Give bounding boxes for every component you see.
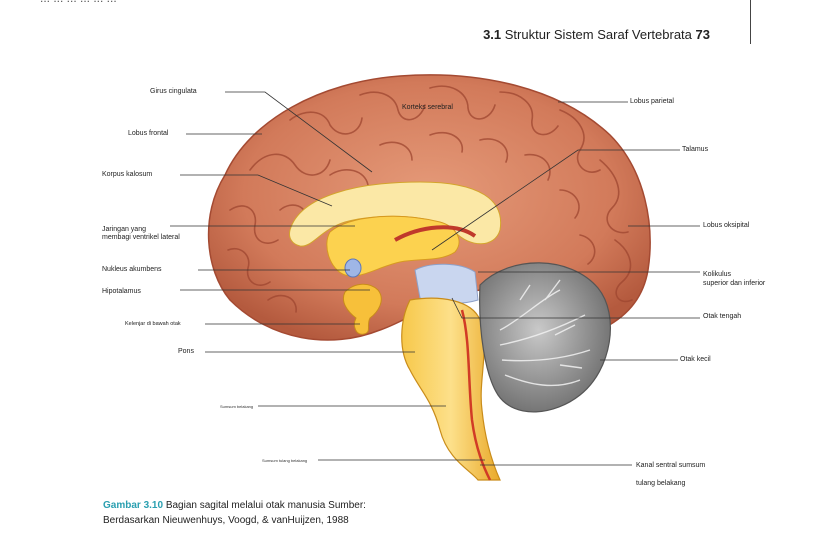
label-nukleus-akumbens: Nukleus akumbens <box>102 266 162 273</box>
label-talamus: Talamus <box>682 146 709 153</box>
label-sumsum-tulang-belakang: Sumsum tulang belakang <box>262 458 308 463</box>
label-sumsum-belakang: Sumsum belakang <box>220 404 254 409</box>
fornix <box>394 225 477 242</box>
label-lobus-parietal: Lobus parietal <box>630 98 674 105</box>
label-kanal-line1: Kanal sentral sumsum <box>636 462 706 469</box>
label-lobus-oksipital: Lobus oksipital <box>703 222 750 229</box>
nucleus-accumbens <box>344 258 362 278</box>
label-korpus-kalosum: Korpus kalosum <box>102 171 153 178</box>
midbrain <box>414 263 479 304</box>
label-kolikulus-line1: Kolikulus <box>703 271 732 278</box>
label-otak-kecil: Otak kecil <box>680 356 711 363</box>
page-number: 73 <box>695 27 710 42</box>
hypothalamus-pituitary <box>342 283 382 335</box>
caption-line2: Berdasarkan Nieuwenhuys, Voogd, & vanHui… <box>103 515 349 526</box>
cerebellum <box>479 262 611 413</box>
label-jaringan-line2: membagi ventrikel lateral <box>102 234 180 241</box>
label-kolikulus-line2: superior dan inferior <box>703 280 766 287</box>
label-girus-cingulata: Girus cingulata <box>150 88 197 95</box>
page-edge-rule <box>750 0 751 44</box>
leader-lines <box>170 91 700 466</box>
corpus-callosum <box>289 181 502 247</box>
label-jaringan-line1: Jaringan yang <box>102 226 146 233</box>
label-kelenjar: Kelenjar di bawah otak <box>125 321 181 327</box>
label-lobus-frontal: Lobus frontal <box>128 130 169 137</box>
figure-number: Gambar 3.10 <box>103 500 164 511</box>
running-header: 3.1 Struktur Sistem Saraf Vertebrata 73 <box>483 27 710 42</box>
section-title: Struktur Sistem Saraf Vertebrata <box>504 27 692 42</box>
label-hipotalamus: Hipotalamus <box>102 288 141 295</box>
caption-line1: Bagian sagital melalui otak manusia Sumb… <box>165 500 366 511</box>
lateral-ventricle <box>326 215 460 277</box>
section-number: 3.1 <box>483 27 502 42</box>
figure-caption: Gambar 3.10 Bagian sagital melalui otak … <box>103 498 523 528</box>
label-pons: Pons <box>178 348 194 355</box>
label-otak-tengah: Otak tengah <box>703 313 742 320</box>
arbor-vitae <box>499 279 591 387</box>
label-kanal-line2: tulang belakang <box>636 480 686 487</box>
label-korteks-serebral: Korteks serebral <box>402 104 453 111</box>
cut-off-previous-line: ... ... ... ... ... ... <box>40 0 117 5</box>
